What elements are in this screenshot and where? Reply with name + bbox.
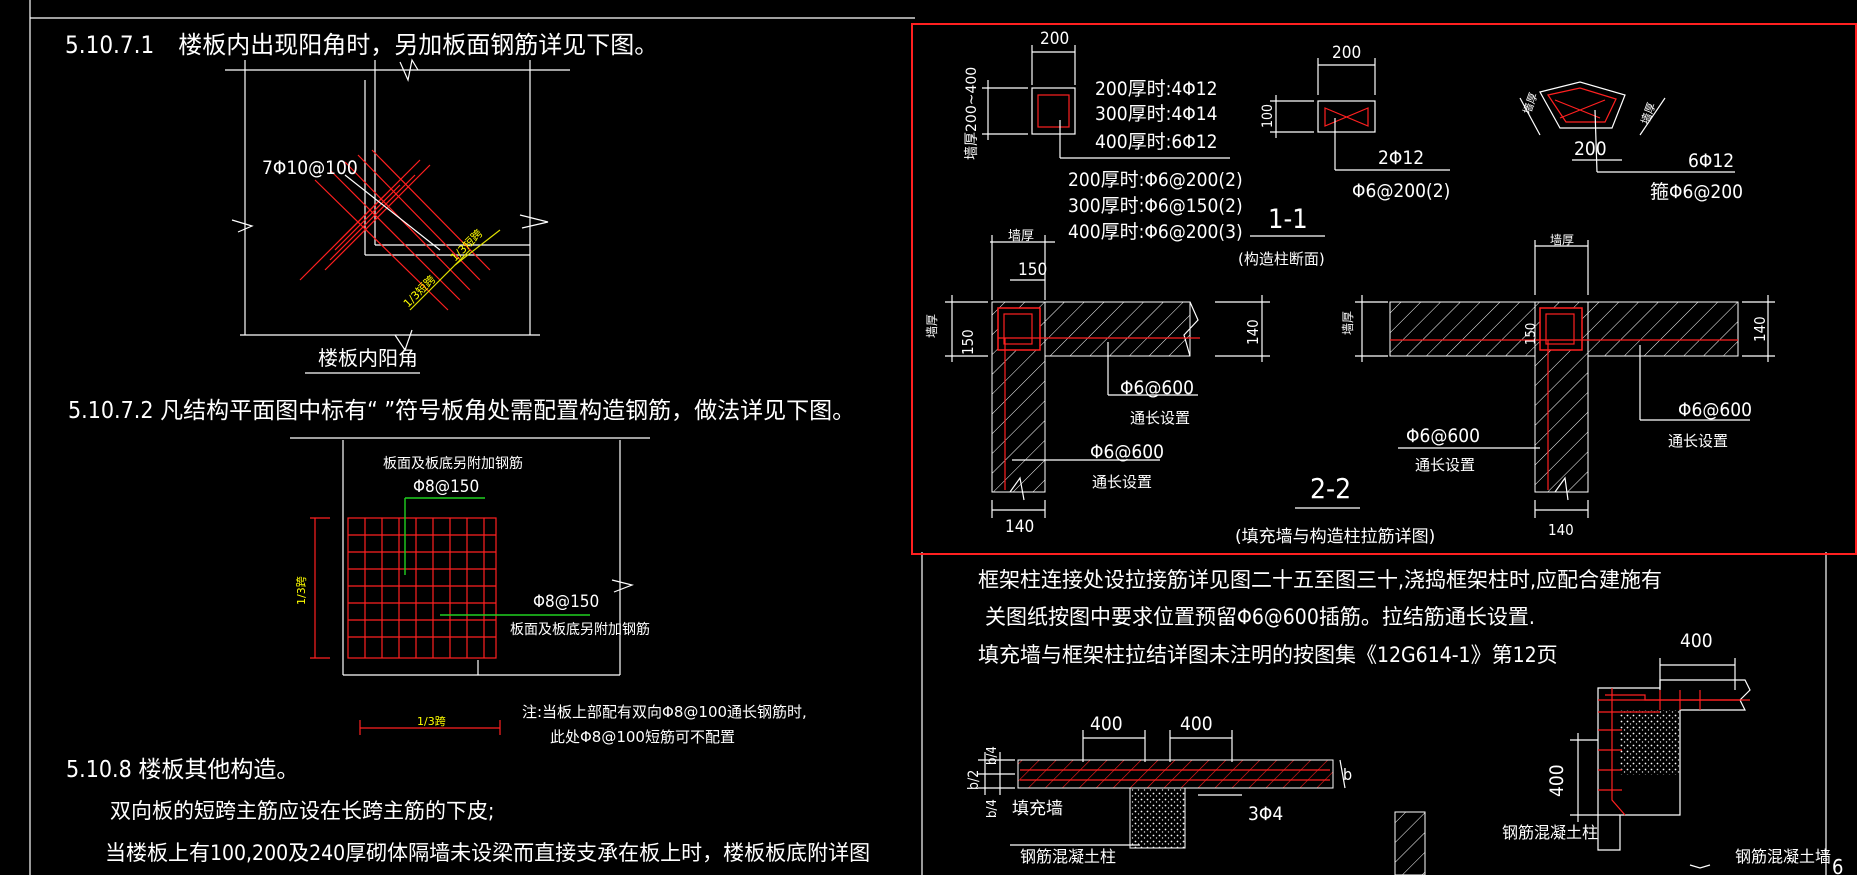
bottom-dim: 1/3跨	[417, 715, 446, 728]
bar-right: Φ6@600	[1678, 399, 1752, 421]
bar-a: Φ6@600	[1120, 377, 1194, 399]
wall-top: 墙厚	[1550, 233, 1574, 247]
text-line-2: 当楼板上有100,200及240厚砌体隔墙未设梁而直接支承在板上时，楼板板底附详…	[105, 841, 870, 865]
note-line-3: 填充墙与框架柱拉结详图未注明的按图集《12G614-1》第12页	[978, 643, 1558, 667]
page-number: 6	[1832, 855, 1843, 875]
infill-wall-detail: 400 400 b/2 b/4 b/4 b 填充墙 3Φ4 钢筋混凝土柱	[966, 713, 1352, 866]
wall-side: 墙厚	[925, 314, 939, 338]
mesh-top-label: 板面及板底另附加钢筋	[383, 455, 523, 472]
dim-bottom-140: 140	[1548, 521, 1574, 539]
corner-mesh	[347, 517, 497, 659]
dim-b4-a: b/4	[985, 746, 1000, 765]
section-title: 5.10.7.1 楼板内出现阳角时，另加板面钢筋详见下图。	[65, 31, 658, 59]
dim-a: 1/3短跨	[400, 272, 438, 310]
dim-side-150: 150	[959, 329, 977, 355]
bar-b-note: 通长设置	[1092, 473, 1152, 491]
mesh-top-spec: Φ8@150	[413, 477, 479, 497]
dim-400-b: 400	[1180, 713, 1213, 735]
bars: 2Φ12	[1378, 147, 1424, 169]
infill-block	[1129, 787, 1186, 849]
bars-400: 400厚时:6Φ12	[1095, 131, 1217, 153]
notes: 框架柱连接处设拉接筋详见图二十五至图三十,浇捣框架柱时,应配合建施有 关图纸按图…	[978, 568, 1662, 667]
bar-right-note: 通长设置	[1668, 432, 1728, 450]
stirrup-400: 400厚时:Φ6@200(3)	[1068, 221, 1243, 243]
rc-wall-label: 钢筋混凝土墙	[1735, 847, 1831, 866]
selection-highlight-box	[911, 23, 1857, 555]
wall-label-left: 墙厚	[1520, 91, 1541, 116]
bars-200: 200厚时:4Φ12	[1095, 78, 1217, 100]
infill-label: 填充墙	[1012, 799, 1063, 819]
wall-top: 墙厚	[1008, 229, 1034, 244]
section-subtitle: (构造柱断面)	[1238, 250, 1325, 268]
wall-hatch-right	[1587, 301, 1739, 357]
dim-200: 200	[1040, 29, 1069, 49]
dim-400-a: 400	[1090, 713, 1123, 735]
dim-bottom-140: 140	[1005, 517, 1034, 537]
bar-b: Φ6@600	[1090, 441, 1164, 463]
text-line-1: 双向板的短跨主筋应设在长跨主筋的下皮;	[110, 799, 494, 823]
column-section-1-1: 200 墙厚200~400 200厚时:4Φ12 300厚时:4Φ14 400厚…	[964, 29, 1325, 268]
t-wall-detail: 墙厚 墙厚 150 140 Φ6@600 通长设置 Φ6@600 通长设置 14…	[1341, 233, 1775, 539]
mesh-right-spec: Φ8@150	[533, 592, 599, 612]
section-title: 5.10.7.2 凡结构平面图中标有“ ”符号板角处需配置构造钢筋，做法详见下图…	[68, 398, 855, 424]
stirrup-300: 300厚时:Φ6@150(2)	[1068, 195, 1243, 217]
slab-outline	[225, 58, 570, 352]
bars-300: 300厚时:4Φ14	[1095, 103, 1217, 125]
wall-side: 墙厚	[1341, 311, 1355, 335]
section-title-2-2: 2-2	[1310, 472, 1351, 505]
wall-hatch	[1044, 301, 1191, 357]
stirrup-200: 200厚时:Φ6@200(2)	[1068, 169, 1243, 191]
bar-left: Φ6@600	[1406, 425, 1480, 447]
bars-label: 3Φ4	[1248, 803, 1283, 825]
section-5-10-7-1: 5.10.7.1 楼板内出现阳角时，另加板面钢筋详见下图。	[65, 31, 658, 374]
note-1: 注:当板上部配有双向Φ8@100通长钢筋时,	[522, 703, 807, 721]
band-section: 200 100 2Φ12 Φ6@200(2)	[1260, 43, 1450, 202]
dim-150: 150	[1524, 323, 1539, 345]
slab-hatch	[1017, 759, 1334, 789]
rc-column-label-a: 钢筋混凝土柱	[1020, 847, 1116, 866]
stirrup: Φ6@200(2)	[1352, 180, 1450, 202]
dim-b: b	[1343, 765, 1352, 784]
note-line-1: 框架柱连接处设拉接筋详见图二十五至图三十,浇捣框架柱时,应配合建施有	[978, 568, 1662, 592]
side-dim: 1/3跨	[295, 576, 308, 605]
stirrup: 箍Φ6@200	[1650, 181, 1743, 203]
rebar-label: 7Φ10@100	[262, 157, 358, 179]
concrete-fill	[1620, 710, 1680, 775]
dim-150: 150	[1018, 260, 1047, 280]
l-wall-detail: 墙厚 150 墙厚 150 140 Φ6@600 通长设置 Φ6@600 通长设…	[925, 229, 1270, 537]
note-line-2: 关图纸按图中要求位置预留Φ6@600插筋。拉结筋通长设置.	[985, 605, 1535, 629]
note-2: 此处Φ8@100短筋可不配置	[550, 728, 735, 746]
bar-a-note: 通长设置	[1130, 409, 1190, 427]
section-title: 5.10.8 楼板其他构造。	[66, 757, 299, 783]
dim-400-d: 400	[1546, 764, 1568, 797]
frame-corner-detail: 400 400 钢筋混凝土柱 钢筋混凝土墙 6	[1394, 630, 1843, 875]
mesh-right-label: 板面及板底另附加钢筋	[510, 621, 650, 638]
section-5-10-7-2: 5.10.7.2 凡结构平面图中标有“ ”符号板角处需配置构造钢筋，做法详见下图…	[68, 398, 855, 746]
bars: 6Φ12	[1688, 150, 1734, 172]
dim-b2: b/2	[966, 770, 982, 790]
dim-140: 140	[1751, 316, 1769, 342]
section-5-10-8: 5.10.8 楼板其他构造。 双向板的短跨主筋应设在长跨主筋的下皮; 当楼板上有…	[66, 757, 870, 865]
frame	[29, 0, 1827, 875]
dim-200: 200	[1332, 43, 1361, 63]
wall-thickness: 墙厚200~400	[964, 67, 980, 160]
section-title-1-1: 1-1	[1268, 204, 1308, 235]
dim-200: 200	[1574, 138, 1607, 160]
wall-label-right: 墙厚	[1638, 101, 1659, 126]
dim-140: 140	[1244, 319, 1262, 345]
dim-400-c: 400	[1680, 630, 1713, 652]
bar-left-note: 通长设置	[1415, 456, 1475, 474]
mini-column-hatch	[1394, 811, 1426, 875]
wall-hatch-left	[1389, 301, 1536, 357]
section-subtitle-2-2: (填充墙与构造柱拉筋详图)	[1235, 527, 1435, 547]
corner-rebar	[299, 149, 491, 311]
dim-100: 100	[1260, 104, 1276, 128]
caption: 楼板内阳角	[318, 346, 418, 370]
corner-column-section: 墙厚 墙厚 200 6Φ12 箍Φ6@200	[1519, 81, 1743, 203]
dim-b4-b: b/4	[985, 799, 1000, 818]
rc-column-label-b: 钢筋混凝土柱	[1502, 823, 1598, 842]
